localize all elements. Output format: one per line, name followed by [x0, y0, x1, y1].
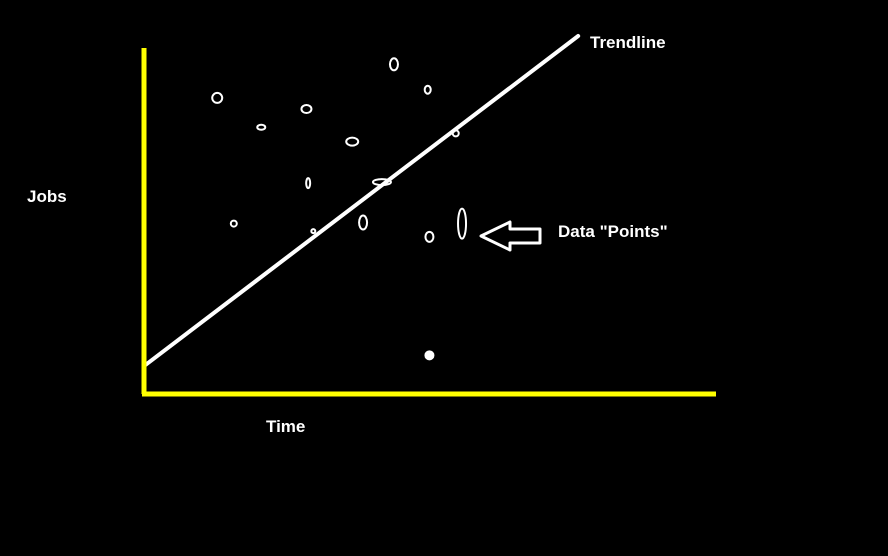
data-point — [310, 228, 317, 235]
arrow-left-icon — [479, 220, 542, 252]
data-point — [211, 91, 224, 104]
trendline — [142, 34, 581, 369]
data-point — [345, 136, 360, 147]
data-points-annotation: Data "Points" — [558, 222, 668, 241]
data-point — [424, 350, 435, 361]
x-axis-label: Time — [266, 417, 305, 436]
data-point — [388, 57, 399, 72]
data-points-layer — [211, 57, 468, 361]
data-point — [457, 207, 468, 240]
y-axis-label: Jobs — [27, 187, 67, 206]
data-point — [305, 177, 312, 190]
data-point — [300, 104, 313, 115]
data-point — [256, 123, 267, 131]
trendline-annotation: Trendline — [590, 33, 666, 52]
data-point — [423, 84, 432, 95]
data-point — [229, 219, 238, 228]
data-point — [424, 230, 435, 243]
data-point — [358, 214, 369, 231]
